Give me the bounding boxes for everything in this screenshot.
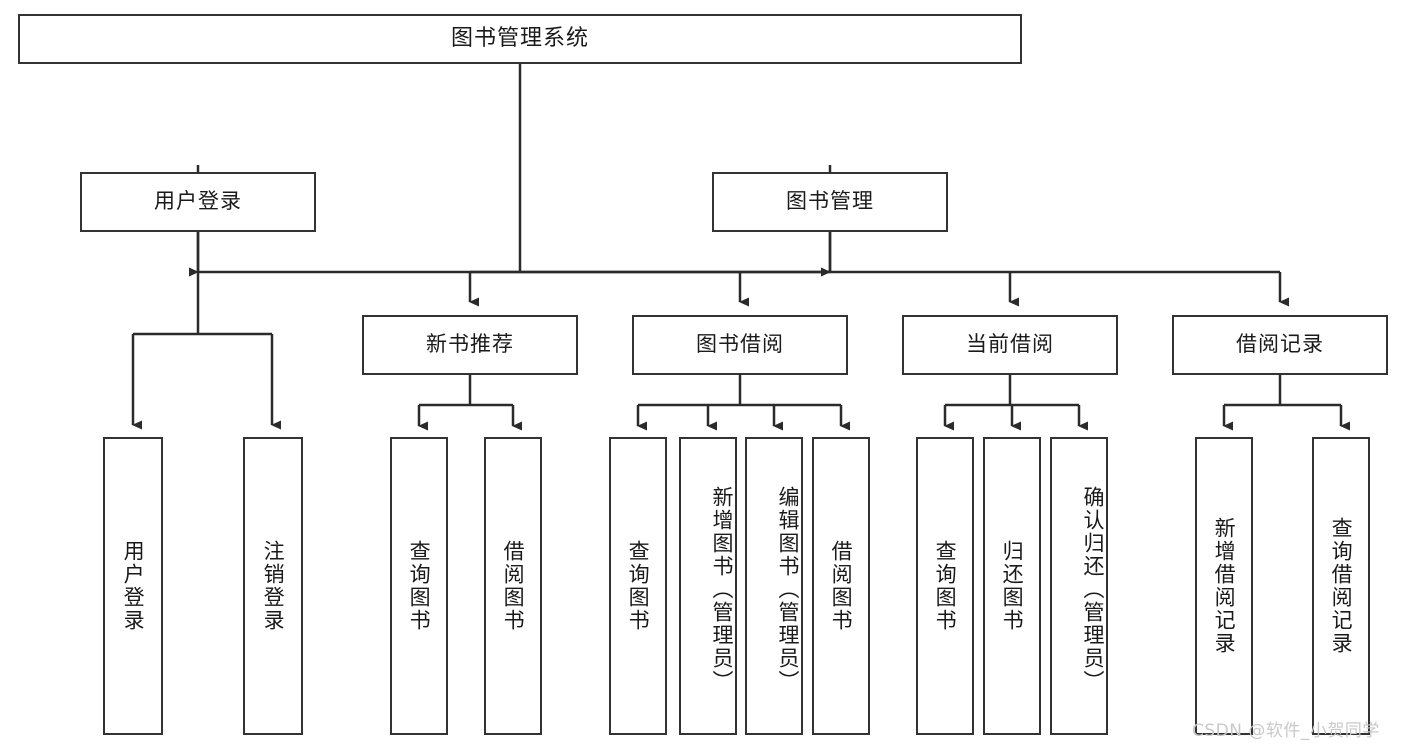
node-label: 借阅图书 (501, 540, 526, 632)
node-leaf-query-books-2[interactable]: 查询图书 (609, 437, 667, 735)
node-label: 当前借阅 (966, 332, 1054, 357)
node-label: 查询图书 (626, 540, 651, 632)
node-label: 借阅图书 (829, 540, 854, 632)
node-leaf-user-login[interactable]: 用户登录 (103, 437, 163, 735)
node-leaf-query-borrow-record[interactable]: 查询借阅记录 (1312, 437, 1370, 735)
node-label: 图书管理 (786, 189, 874, 214)
node-label: 图书管理系统 (450, 25, 589, 51)
node-label: 归还图书 (1000, 540, 1025, 632)
node-leaf-add-book-admin[interactable]: 新增图书（管理员） (679, 437, 737, 735)
node-leaf-borrow-books-1[interactable]: 借阅图书 (484, 437, 542, 735)
node-leaf-query-books-1[interactable]: 查询图书 (390, 437, 448, 735)
node-label: 新增图书（管理员） (710, 485, 734, 693)
node-label: 查询图书 (933, 540, 958, 632)
node-current-borrow[interactable]: 当前借阅 (902, 315, 1118, 375)
node-label: 编辑图书（管理员） (776, 485, 800, 693)
node-borrow-record[interactable]: 借阅记录 (1172, 315, 1388, 375)
node-leaf-confirm-return-admin[interactable]: 确认归还（管理员） (1050, 437, 1108, 735)
node-user-login[interactable]: 用户登录 (80, 172, 316, 232)
node-leaf-query-books-3[interactable]: 查询图书 (916, 437, 974, 735)
node-label: 用户登录 (154, 189, 242, 214)
node-label: 注销登录 (261, 540, 286, 632)
node-label: 新增借阅记录 (1212, 517, 1237, 655)
node-label: 确认归还（管理员） (1081, 485, 1105, 693)
node-new-book-recommend[interactable]: 新书推荐 (362, 315, 578, 375)
node-leaf-borrow-books-2[interactable]: 借阅图书 (812, 437, 870, 735)
node-label: 查询借阅记录 (1329, 517, 1354, 655)
node-label: 用户登录 (121, 540, 146, 632)
csdn-watermark: CSDN @软件_小贺同学 (1192, 716, 1380, 741)
node-label: 查询图书 (407, 540, 432, 632)
node-leaf-add-borrow-record[interactable]: 新增借阅记录 (1195, 437, 1253, 735)
node-leaf-return-books[interactable]: 归还图书 (983, 437, 1041, 735)
node-root-book-management-system[interactable]: 图书管理系统 (18, 14, 1022, 64)
node-book-management[interactable]: 图书管理 (712, 172, 948, 232)
node-label: 借阅记录 (1236, 332, 1324, 357)
node-label: 图书借阅 (696, 332, 784, 357)
node-label: 新书推荐 (426, 332, 514, 357)
node-book-borrow[interactable]: 图书借阅 (632, 315, 848, 375)
watermark-label: CSDN @软件_小贺同学 (1192, 721, 1380, 741)
node-leaf-edit-book-admin[interactable]: 编辑图书（管理员） (745, 437, 803, 735)
node-leaf-logout-login[interactable]: 注销登录 (243, 437, 303, 735)
